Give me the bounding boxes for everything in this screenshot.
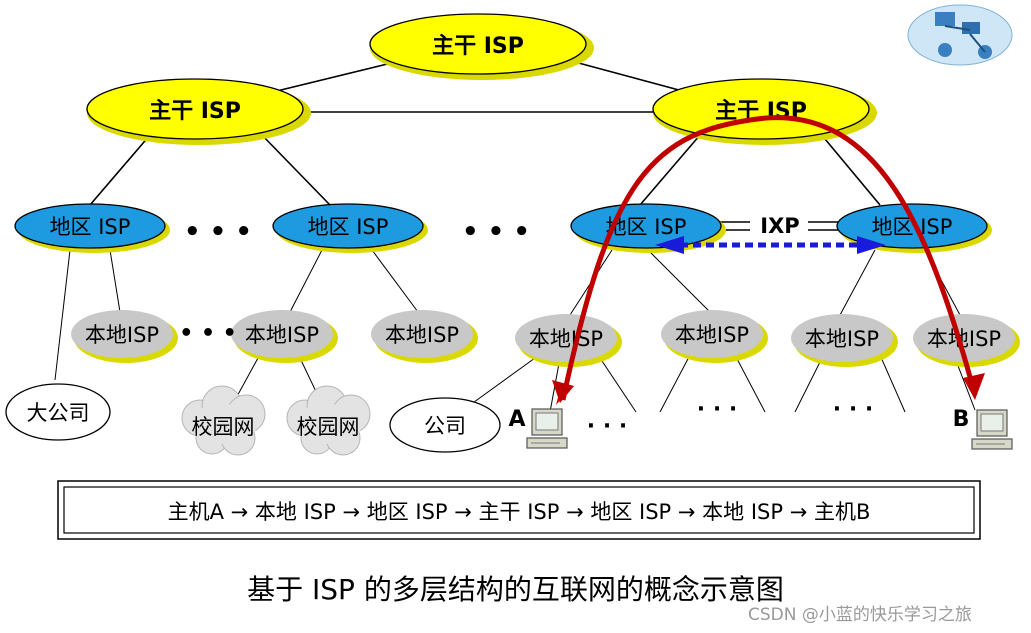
- regional-ellipsis-1: • • •: [184, 217, 252, 247]
- path-arrowhead-a-fill: [552, 380, 574, 403]
- regional-label-2: 地区 ISP: [308, 215, 389, 239]
- diagram-caption: 基于 ISP 的多层结构的互联网的概念示意图: [247, 573, 784, 606]
- link-r2-l3: [371, 249, 419, 313]
- link-l7-hostb: [954, 357, 976, 411]
- path-arrowhead-b: [963, 373, 985, 400]
- campus-label-1: 校园网: [192, 415, 255, 439]
- host-b-label: B: [953, 407, 970, 432]
- local-label-6: 本地ISP: [805, 327, 879, 351]
- link-l4-company: [469, 357, 536, 406]
- hosts-ellipsis-2: · · ·: [697, 397, 737, 422]
- local-node-4: 本地ISP: [515, 314, 622, 367]
- regional-node-2: 地区 ISP: [272, 203, 428, 253]
- link-l5-host2: [734, 354, 766, 413]
- local-node-5: 本地ISP: [661, 310, 768, 363]
- link-l4-host2: [597, 354, 637, 413]
- local-node-7: 本地ISP: [913, 314, 1020, 367]
- watermark: CSDN @小蓝的快乐学习之旅: [748, 605, 972, 625]
- local-label-7: 本地ISP: [927, 327, 1001, 351]
- link-bl-r2: [259, 132, 331, 206]
- local-node-3: 本地ISP: [371, 310, 478, 363]
- host-a-computer-icon: [526, 408, 568, 449]
- local-node-2: 本地ISP: [231, 310, 338, 363]
- link-br-r4: [819, 132, 881, 206]
- local-ellipsis: • • •: [179, 321, 237, 346]
- link-r1-l1: [109, 249, 121, 313]
- regional-node-3: 地区 ISP: [570, 203, 726, 253]
- regional-node-1: 地区 ISP: [14, 203, 170, 253]
- company-label: 公司: [424, 414, 466, 438]
- backbone-top-node: 主干 ISP: [369, 13, 594, 80]
- local-label-3: 本地ISP: [385, 323, 459, 347]
- local-label-4: 本地ISP: [529, 327, 603, 351]
- backbone-top-label: 主干 ISP: [432, 34, 524, 59]
- path-route-arc: [560, 115, 978, 401]
- local-node-6: 本地ISP: [791, 314, 898, 367]
- company-node: 公司: [389, 397, 501, 453]
- path-description: 主机A → 本地 ISP → 地区 ISP → 主干 ISP → 地区 ISP …: [168, 500, 871, 524]
- path-box: 主机A → 本地 ISP → 地区 ISP → 主干 ISP → 地区 ISP …: [57, 480, 981, 540]
- campus-cloud-1: 校园网: [181, 385, 266, 456]
- backbone-left-label: 主干 ISP: [149, 99, 241, 124]
- link-l2-campus1: [234, 357, 259, 401]
- link-l6-host2: [879, 354, 906, 413]
- host-b-computer-icon: [971, 409, 1013, 450]
- network-logo-icon: [907, 4, 1013, 66]
- local-label-1: 本地ISP: [85, 323, 159, 347]
- host-a-label: A: [508, 407, 525, 432]
- link-bl-r1: [89, 134, 151, 206]
- link-r2-l2: [289, 249, 323, 313]
- link-r3-l5: [647, 249, 711, 313]
- ixp-label: IXP: [760, 214, 799, 238]
- backbone-left-node: 主干 ISP: [86, 78, 311, 145]
- link-r1-bigco: [54, 249, 71, 381]
- hosts-ellipsis-1: · · ·: [587, 414, 627, 439]
- ixp-node: IXP: [752, 212, 808, 238]
- local-label-5: 本地ISP: [675, 323, 749, 347]
- hosts-ellipsis-3: · · ·: [833, 397, 873, 422]
- link-r4-l6: [839, 249, 876, 316]
- link-l5-host: [659, 354, 691, 413]
- campus-cloud-2: 校园网: [286, 385, 371, 456]
- link-l6-host: [794, 357, 823, 413]
- local-label-2: 本地ISP: [245, 323, 319, 347]
- ixp-exchange-arrow: [655, 236, 886, 254]
- big-company-label: 大公司: [27, 401, 90, 425]
- regional-ellipsis-2: • • •: [462, 217, 530, 247]
- campus-label-2: 校园网: [297, 415, 360, 439]
- big-company-node: 大公司: [5, 383, 111, 441]
- regional-label-1: 地区 ISP: [50, 215, 131, 239]
- link-br-r3: [639, 134, 701, 206]
- local-node-1: 本地ISP: [71, 310, 178, 363]
